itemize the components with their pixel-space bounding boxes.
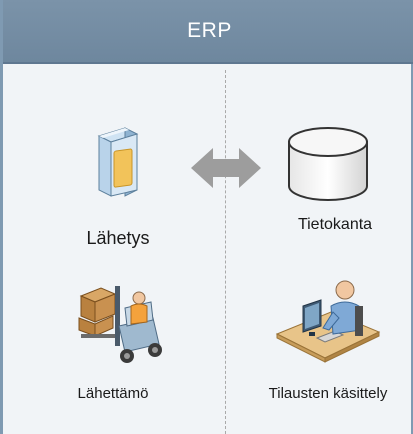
node-lahettamo-label: Lähettämö	[77, 385, 149, 402]
package-box-icon	[97, 127, 139, 197]
database-cylinder-icon	[288, 127, 368, 201]
page-title: ERP	[187, 19, 232, 42]
node-lahetys-label: Lähetys	[86, 228, 150, 248]
double-arrow-icon	[191, 148, 261, 188]
node-tietokanta-label: Tietokanta	[297, 216, 373, 233]
forklift-worker-icon	[78, 286, 162, 363]
erp-header: ERP	[3, 0, 413, 64]
node-tilausten-kasittely-label: Tilausten käsittely	[268, 385, 388, 402]
desk-worker-computer-icon	[275, 280, 381, 363]
dashed-divider	[225, 70, 226, 434]
